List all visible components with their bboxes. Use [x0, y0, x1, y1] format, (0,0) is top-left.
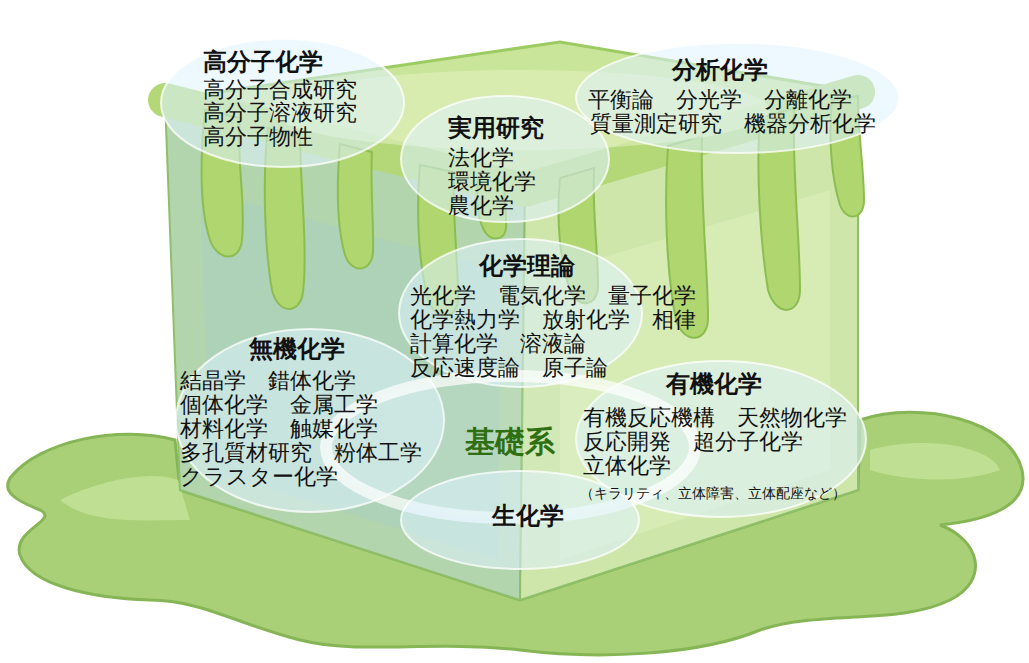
- field-node: 化学理論光化学 電気化学 量子化学化学熱力学 放射化学 相律計算化学 溶液論反応…: [398, 238, 643, 388]
- field-heading: 高分子化学: [203, 48, 323, 76]
- field-node: 無機化学結晶学 錯体化学個体化学 金属工学材料化学 触媒化学多孔質材研究 粉体工…: [175, 328, 445, 513]
- field-item: 農化学: [448, 194, 514, 218]
- field-node: 分析化学平衡論 分光学 分離化学質量測定研究 機器分析化学: [575, 42, 900, 154]
- ellipse-outline: [576, 361, 866, 517]
- field-node: 高分子化学高分子合成研究高分子溶液研究高分子物性: [160, 38, 405, 168]
- ellipse-outline: [401, 471, 639, 569]
- field-item: 質量測定研究 機器分析化学: [590, 112, 876, 136]
- ellipse-outline: [326, 376, 695, 518]
- field-item: （キラリティ、立体障害、立体配座など）: [580, 484, 846, 502]
- field-item: 環境化学: [448, 170, 536, 194]
- puddle-highlight: [870, 443, 1000, 480]
- field-item: 結晶学 錯体化学: [180, 369, 356, 393]
- field-item: 高分子合成研究: [203, 78, 357, 102]
- field-item: 立体化学: [583, 454, 671, 478]
- field-heading: 基礎系: [465, 424, 555, 460]
- ellipse-outline: [161, 39, 404, 167]
- field-item: 有機反応機構 天然物化学: [583, 406, 847, 430]
- ellipse-outline: [176, 329, 444, 512]
- field-item: 光化学 電気化学 量子化学: [410, 284, 696, 308]
- field-heading: 化学理論: [479, 252, 575, 280]
- ellipse-outline: [576, 43, 899, 153]
- field-heading: 実用研究: [448, 114, 544, 142]
- field-heading: 無機化学: [249, 335, 345, 363]
- field-item: 高分子溶液研究: [203, 101, 357, 125]
- field-item: 反応開発 超分子化学: [583, 430, 803, 454]
- field-item: 平衡論 分光学 分離化学: [588, 88, 852, 112]
- field-heading: 有機化学: [666, 370, 762, 398]
- field-item: 個体化学 金属工学: [180, 393, 378, 417]
- field-item: 法化学: [448, 146, 514, 170]
- field-item: 計算化学 溶液論: [410, 332, 586, 356]
- field-heading: 生化学: [492, 502, 564, 530]
- ellipse-outline: [401, 96, 609, 222]
- field-node: 有機化学有機反応機構 天然物化学反応開発 超分子化学立体化学 （キラリティ、立体障…: [575, 360, 867, 518]
- field-item: 反応速度論 原子論: [410, 356, 608, 380]
- field-item: 材料化学 触媒化学: [180, 417, 378, 441]
- field-node: 実用研究法化学環境化学農化学: [400, 95, 610, 223]
- field-item: 化学熱力学 放射化学 相律: [410, 308, 696, 332]
- puddle-highlight: [60, 476, 190, 520]
- field-item: 多孔質材研究 粉体工学: [180, 441, 422, 465]
- field-item: 高分子物性: [203, 125, 313, 149]
- field-item: クラスター化学: [180, 465, 338, 489]
- field-heading: 分析化学: [672, 56, 768, 84]
